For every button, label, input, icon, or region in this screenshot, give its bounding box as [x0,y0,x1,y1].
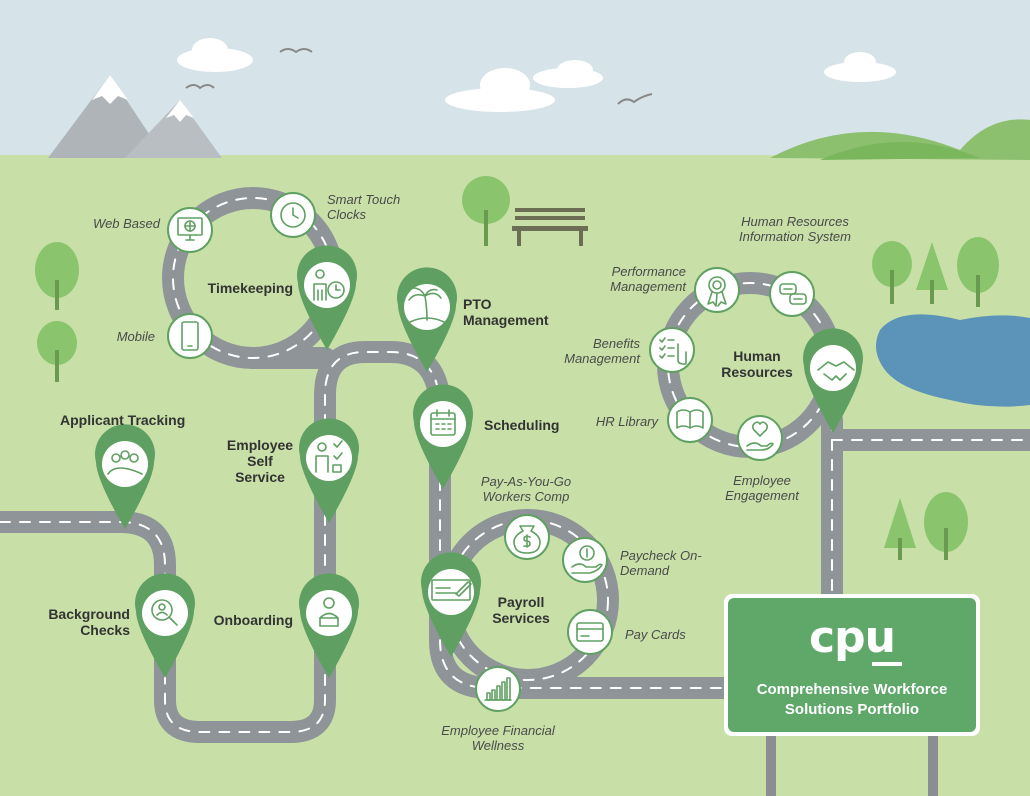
cpu-sign [724,594,980,796]
birds [185,48,653,105]
palm-island-icon [408,287,445,323]
cpu-logo: cpu [809,612,896,663]
smartphone-icon [181,321,199,351]
label-benefits-management: Benefits Management [564,336,640,366]
calendar-icon [430,409,456,436]
handshake-icon [817,361,855,381]
person-laptop-icon [319,597,339,627]
person-clock-icon [313,269,345,301]
lake [876,314,1030,407]
green-hills-front [820,141,980,160]
label-employee-self-service: Employee Self Service [226,437,294,485]
label-paycheck-on-demand: Paycheck On-Demand [620,548,702,578]
trees [35,176,999,560]
computer-globe-icon [177,217,203,241]
employee-engagement-circle [737,415,783,461]
financial-wellness-circle [475,666,521,712]
chat-bubbles-icon [779,283,807,305]
hand-heart-icon [746,421,774,451]
label-employee-financial-wellness: Employee Financial Wellness [441,723,555,753]
group-icon [107,450,143,475]
label-background-checks: Background Checks [48,606,130,638]
label-smart-touch-clocks: Smart Touch Clocks [327,192,401,222]
bench [512,208,588,246]
label-employee-engagement: Employee Engagement [725,473,799,503]
pay-cards-circle [567,609,613,655]
green-hills [770,119,1030,160]
checklist-hand-icon [659,337,687,365]
benefits-management-circle [649,327,695,373]
label-hris: Human Resources Information System [739,214,851,244]
label-applicant-tracking: Applicant Tracking [60,412,186,428]
magnifier-person-icon [151,599,178,626]
clouds [177,38,896,112]
pin-human-resources [803,328,863,433]
label-pto-management: PTO Management [463,296,549,328]
hand-coin-icon [571,545,603,574]
feature-circles [167,192,815,712]
label-timekeeping: Timekeeping [207,280,293,296]
credit-card-icon [576,622,604,642]
mountains [48,75,222,158]
award-ribbon-icon [707,276,727,307]
money-bag-icon [513,525,541,554]
label-scheduling: Scheduling [484,417,560,433]
label-human-resources: Human Resources [721,348,793,380]
person-checklist-icon [315,440,343,473]
mobile-circle [167,313,213,359]
open-book-icon [676,409,704,429]
label-onboarding: Onboarding [213,612,293,628]
label-mobile: Mobile [116,329,155,344]
check-icon [431,579,472,601]
bar-chart-icon [484,677,512,701]
label-performance-management: Performance Management [610,264,686,294]
pin-applicant-tracking [95,424,155,529]
label-web-based: Web Based [93,216,160,231]
clock-icon [280,202,306,228]
label-pay-cards: Pay Cards [625,627,686,642]
label-hr-library: HR Library [595,414,658,429]
sign-title: Comprehensive Workforce Solutions Portfo… [756,681,948,718]
performance-management-circle [694,267,740,313]
label-pay-as-you-go: Pay-As-You-Go Workers Comp [480,474,572,504]
label-payroll-services: Payroll Services [492,594,550,626]
